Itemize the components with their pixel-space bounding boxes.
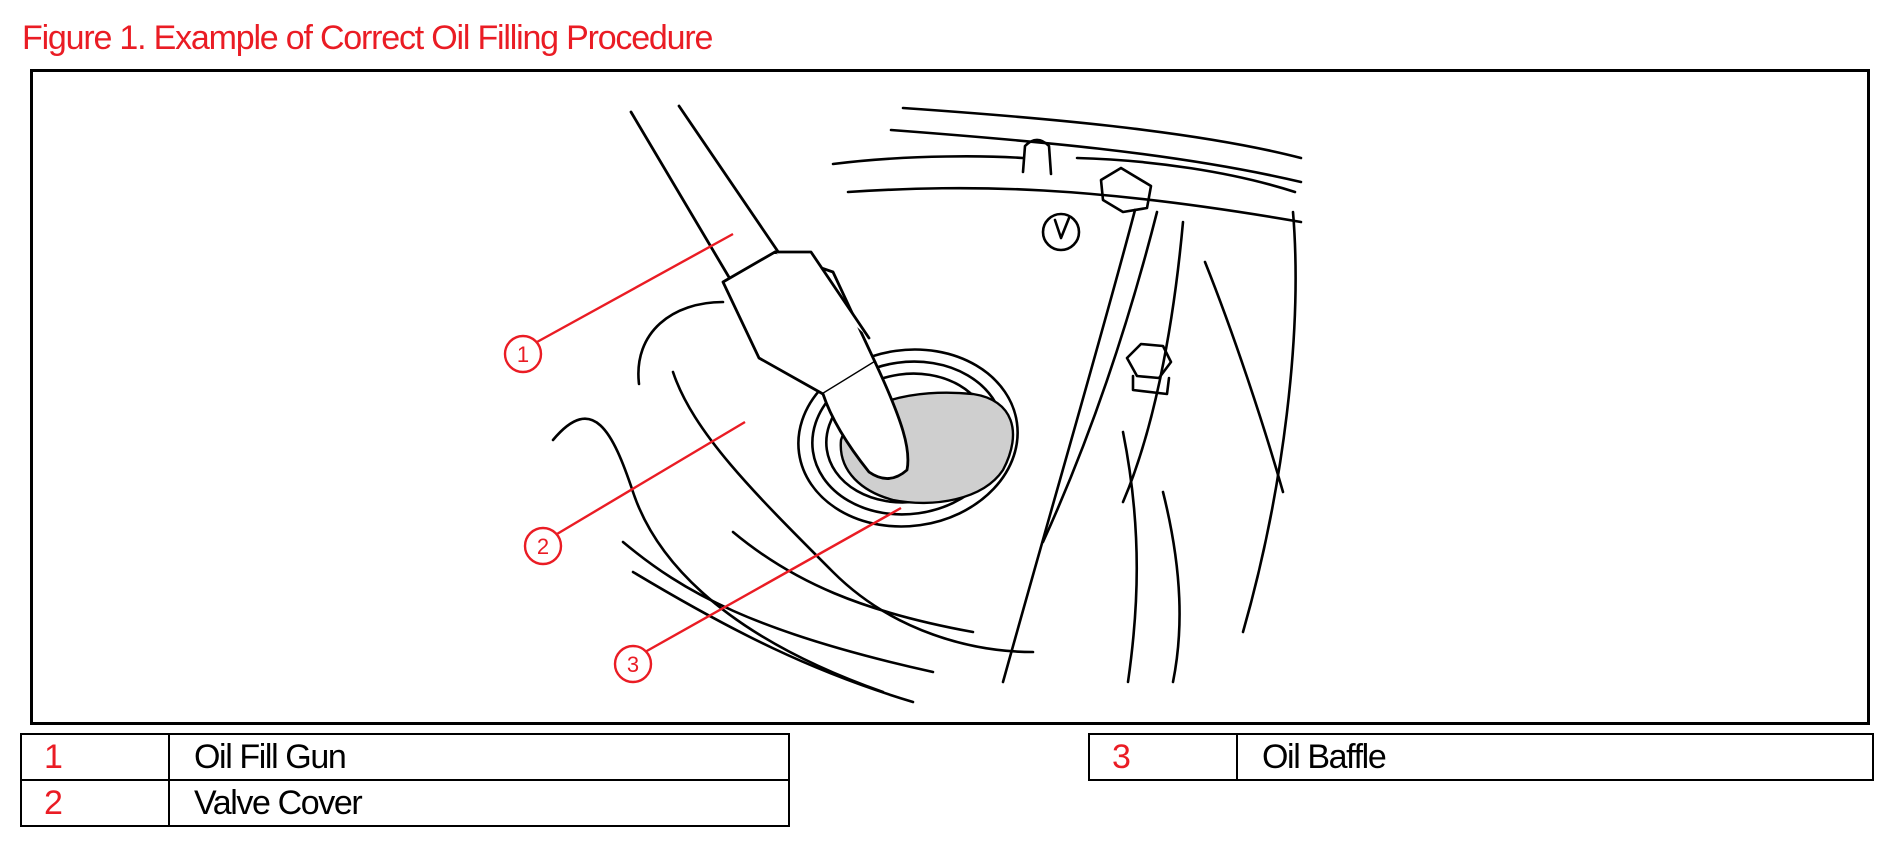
cover-edge-line-2	[1075, 156, 1297, 194]
engine-oil-fill-illustration: 1 2 3	[503, 104, 1303, 704]
cover-far-line	[1241, 210, 1297, 634]
callout-2-number: 2	[537, 534, 549, 559]
oil-fill-gun-nut-edge	[773, 250, 871, 340]
cover-boss-line-3	[731, 530, 975, 634]
cover-side-line	[1001, 208, 1137, 684]
oil-fill-gun-hose	[629, 104, 783, 286]
cover-left-line	[551, 417, 885, 694]
hose-clamp	[1099, 166, 1153, 214]
legend-row: 1 Oil Fill Gun	[20, 733, 790, 781]
legend-label: Valve Cover	[168, 779, 790, 827]
oil-fill-gun-nozzle	[821, 360, 910, 480]
callout-1-leader	[536, 232, 734, 344]
hose-top-line	[901, 106, 1303, 160]
breather-symbol-mark	[1053, 216, 1071, 240]
cover-rim-line	[846, 186, 1303, 224]
cover-rib-line	[1203, 260, 1285, 494]
cover-boss-line	[637, 300, 725, 386]
filler-neck-outer	[797, 348, 1019, 528]
bolt-washer	[1131, 374, 1171, 396]
bolt-head	[1125, 342, 1173, 380]
legend-row: 3 Oil Baffle	[1088, 733, 1874, 781]
legend-label: Oil Fill Gun	[168, 733, 790, 781]
legend-number: 2	[20, 779, 170, 827]
cover-side-line-2	[1041, 210, 1159, 544]
cover-side-line-3	[1121, 220, 1185, 504]
cover-tab	[1021, 138, 1053, 176]
callout-3-leader	[644, 506, 902, 654]
callout-2-circle	[523, 526, 563, 566]
hose-second-line	[889, 128, 1303, 184]
legend-number: 1	[20, 733, 170, 781]
legend-table-right: 3 Oil Baffle	[1088, 733, 1874, 781]
callout-3-number: 3	[627, 652, 639, 677]
cover-left-line-2	[621, 540, 935, 674]
legend-number: 3	[1088, 733, 1238, 781]
cover-edge-line	[831, 155, 1025, 166]
callout-3-circle	[613, 644, 653, 684]
breather-symbol	[1041, 212, 1081, 252]
cover-left-line-3	[631, 570, 915, 704]
callout-1-circle	[503, 334, 543, 374]
diagram-frame: 1 2 3	[30, 69, 1870, 725]
callout-2-leader	[556, 420, 746, 536]
cover-boss-line-2	[671, 370, 1035, 654]
cover-lower-line	[1121, 430, 1139, 684]
figure-title: Figure 1. Example of Correct Oil Filling…	[22, 19, 713, 57]
legend-label: Oil Baffle	[1236, 733, 1874, 781]
callout-1-number: 1	[517, 342, 529, 367]
cover-lower-line-2	[1161, 490, 1181, 684]
legend-row: 2 Valve Cover	[20, 779, 790, 827]
legend-table-left: 1 Oil Fill Gun 2 Valve Cover	[20, 733, 790, 827]
